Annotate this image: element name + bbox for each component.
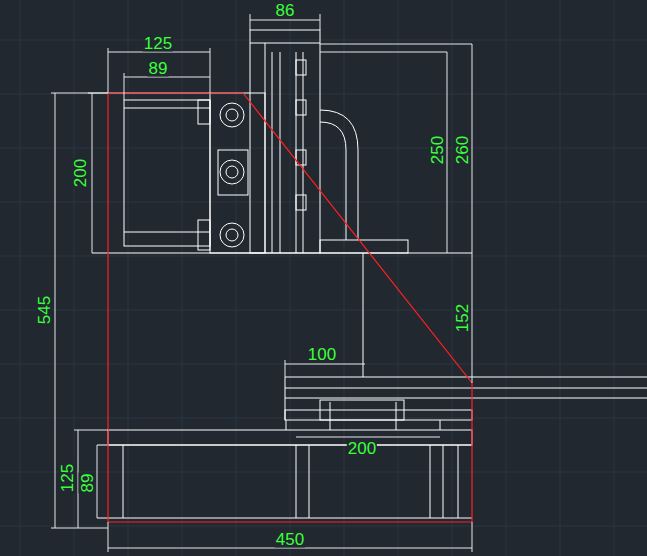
dimension-value: 89 (79, 473, 96, 494)
dimension-value: 86 (275, 2, 296, 19)
machine (92, 30, 647, 518)
dimension-value: 100 (307, 346, 337, 363)
dimension-value: 450 (275, 531, 305, 548)
dimension-value: 125 (59, 463, 76, 493)
dimension-value: 89 (148, 60, 169, 77)
dimension-value: 250 (429, 135, 446, 165)
envelope-outline (108, 93, 472, 522)
dimension-value: 200 (72, 158, 89, 188)
dimension-value: 200 (347, 440, 377, 457)
dimension-value: 545 (36, 295, 53, 325)
dimension-value: 260 (454, 135, 471, 165)
dimension-lines (51, 14, 472, 552)
dimension-value: 125 (143, 35, 173, 52)
dimension-value: 152 (454, 303, 471, 333)
